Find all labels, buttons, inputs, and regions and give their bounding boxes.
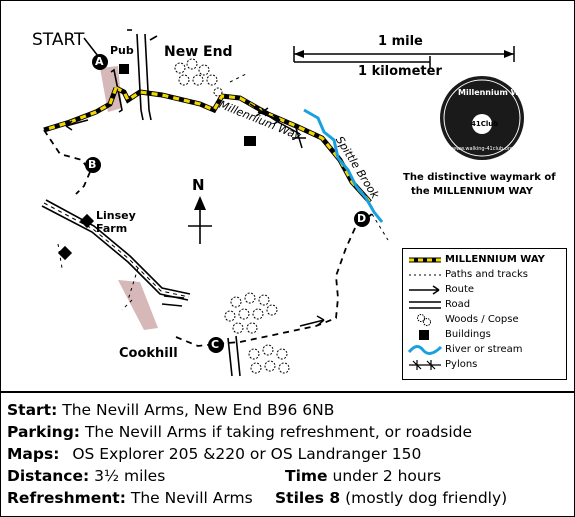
woods-new-end — [174, 58, 223, 97]
cookhill-label: Cookhill — [119, 346, 178, 361]
legend-label: Paths and tracks — [445, 269, 529, 280]
stiles-key: Stiles 8 — [275, 489, 341, 507]
maps-value: OS Explorer 205 &220 or OS Landranger 15… — [72, 445, 422, 463]
river-legend-icon — [407, 345, 443, 355]
legend-label: Pylons — [445, 359, 478, 370]
legend-paths: Paths and tracks — [403, 268, 566, 282]
building — [244, 136, 256, 146]
hedge-strip — [100, 66, 122, 112]
road-crossings — [161, 295, 185, 307]
millennium-way-route-fill — [115, 86, 372, 204]
route-arrow-legend-icon — [409, 285, 440, 295]
waypoint-a-label: A — [95, 55, 104, 68]
legend-pylons: Pylons — [403, 358, 566, 372]
map-legend: MILLENNIUM WAY Paths and tracks Route Ro… — [402, 248, 567, 380]
info-distance: Distance: 3½ miles — [7, 467, 165, 485]
paths-legend-icon — [409, 274, 441, 276]
start-value: The Nevill Arms, New End B96 6NB — [62, 401, 335, 419]
new-end-label: New End — [164, 44, 233, 60]
pylon-line — [249, 103, 306, 149]
distance-key: Distance: — [7, 467, 90, 485]
legend-label: Buildings — [445, 329, 491, 340]
scale-mile-label: 1 mile — [378, 34, 423, 49]
north-label: N — [192, 176, 205, 194]
legend-river: River or stream — [403, 343, 566, 357]
linsey-label: Linsey — [96, 209, 136, 222]
millennium-way-route — [114, 85, 372, 204]
building-legend-icon — [419, 330, 429, 340]
waypoint-b-label: B — [88, 158, 97, 171]
info-start: Start: The Nevill Arms, New End B96 6NB — [7, 401, 334, 419]
scale-arrow-left — [294, 50, 304, 58]
pub-label: Pub — [110, 44, 134, 57]
legend-label: River or stream — [445, 344, 523, 355]
start-pointer — [83, 37, 99, 57]
building — [119, 64, 129, 74]
legend-label: MILLENNIUM WAY — [445, 254, 545, 265]
waypoint-c-label: C — [211, 338, 220, 351]
road-legend-icon — [409, 301, 441, 309]
info-stiles: Stiles 8 (mostly dog friendly) — [275, 489, 507, 507]
refreshment-key: Refreshment: — [7, 489, 126, 507]
distance-value: 3½ miles — [94, 467, 166, 485]
parking-value: The Nevill Arms if taking refreshment, o… — [84, 423, 473, 441]
stiles-value: (mostly dog friendly) — [345, 489, 508, 507]
scale-km-label: 1 kilometer — [358, 64, 442, 79]
info-time: Time under 2 hours — [285, 467, 441, 485]
waymark-caption-1: The distinctive waymark of — [403, 172, 556, 183]
road-cookhill — [227, 335, 241, 377]
maps-key: Maps: — [7, 445, 60, 463]
info-maps: Maps: OS Explorer 205 &220 or OS Landran… — [7, 445, 421, 463]
legend-millennium-way: MILLENNIUM WAY — [403, 253, 566, 267]
pylon-legend-icon — [409, 360, 441, 370]
legend-label: Woods / Copse — [445, 314, 519, 325]
farm-label: Farm — [96, 222, 128, 235]
start-label: START — [32, 30, 85, 50]
info-divider — [0, 391, 575, 393]
waymark-badge-center: 41Club — [471, 120, 499, 128]
start-key: Start: — [7, 401, 58, 419]
tracks — [57, 73, 389, 311]
info-parking: Parking: The Nevill Arms if taking refre… — [7, 423, 472, 441]
waymark-caption-2: the MILLENNIUM WAY — [411, 186, 534, 197]
scale-arrow-right — [504, 50, 514, 58]
waymark-badge-url: www.walking-41club.org — [452, 146, 514, 152]
woods-centre — [224, 292, 278, 334]
hedge-strip — [118, 280, 158, 330]
parking-key: Parking: — [7, 423, 80, 441]
legend-label: Route — [445, 284, 475, 295]
legend-label: Road — [445, 299, 471, 310]
refreshment-value: The Nevill Arms — [130, 489, 253, 507]
legend-road: Road — [403, 298, 566, 312]
woods-legend-icon — [417, 314, 431, 326]
waypoint-markers — [85, 54, 370, 353]
waymark-badge-title: Millennium Way — [458, 88, 530, 97]
time-value: under 2 hours — [332, 467, 442, 485]
waymark-badge-inner — [472, 114, 492, 134]
millennium-way-legend-icon — [409, 257, 441, 263]
north-arrow-head — [194, 196, 206, 210]
spittle-brook-river — [303, 108, 384, 223]
legend-woods: Woods / Copse — [403, 313, 566, 327]
time-key: Time — [285, 467, 328, 485]
woods-cookhill — [248, 344, 290, 374]
info-refreshment: Refreshment: The Nevill Arms — [7, 489, 253, 507]
waymark-badge-ring — [443, 79, 521, 157]
waypoint-d-label: D — [357, 212, 367, 225]
legend-buildings: Buildings — [403, 328, 566, 342]
legend-route: Route — [403, 283, 566, 297]
millennium-way-west-fill — [43, 87, 118, 132]
